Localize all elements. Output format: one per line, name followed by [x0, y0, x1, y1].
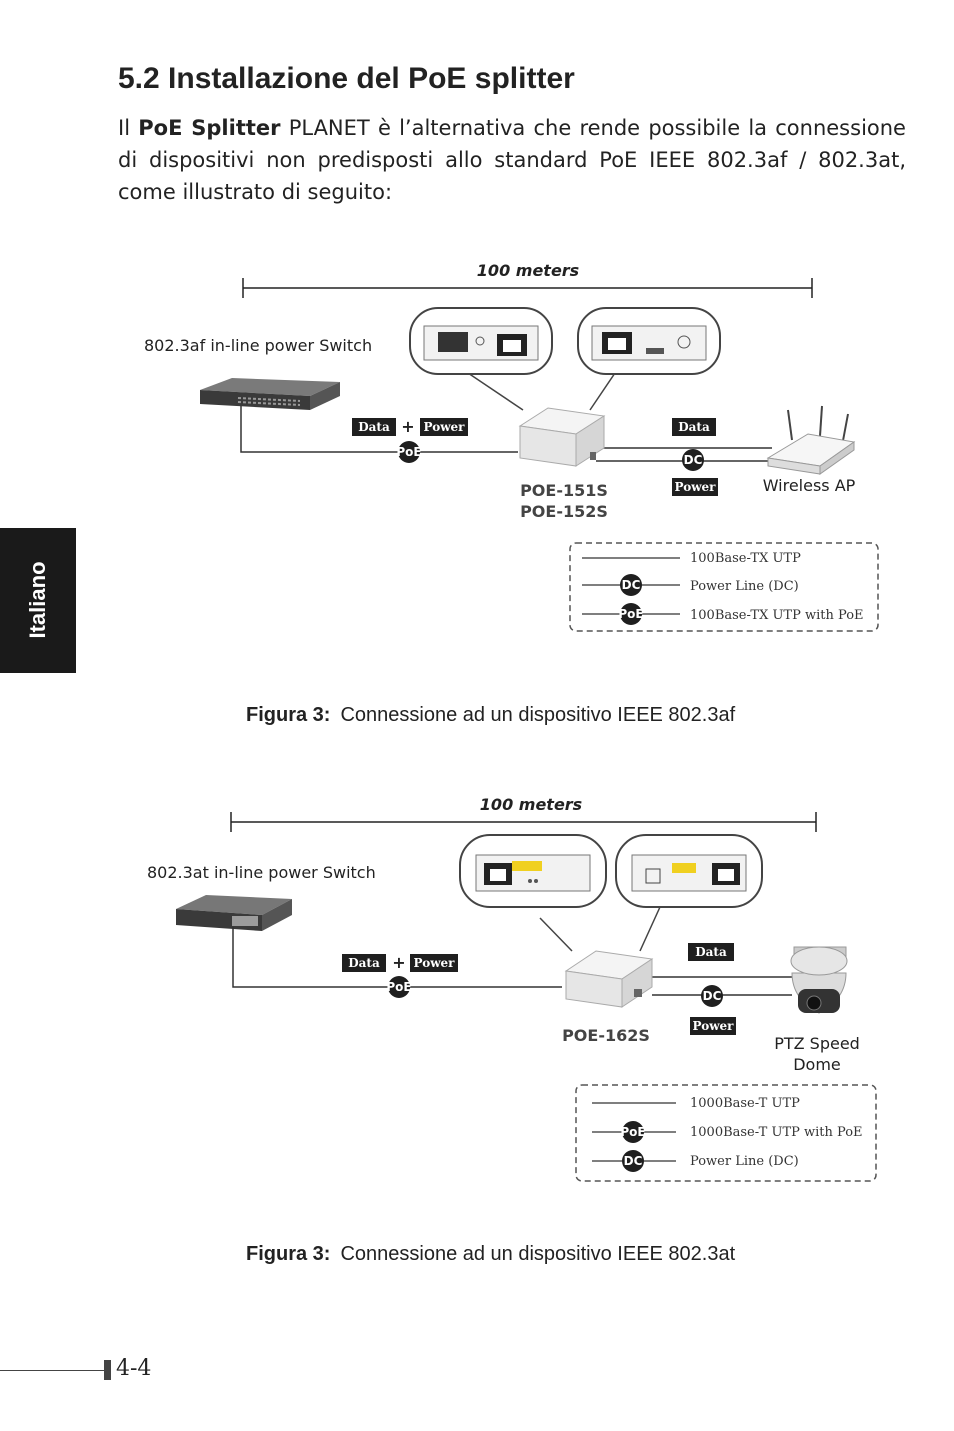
figure1-caption-text: Connessione ad un dispositivo IEEE 802.3… — [340, 704, 736, 726]
footer-rule — [0, 1370, 104, 1371]
dc-circle-marker: DC — [701, 985, 723, 1007]
ptz-label-line2: Dome — [793, 1055, 841, 1074]
figure2-caption-text: Connessione ad un dispositivo IEEE 802.3… — [340, 1243, 736, 1265]
poe-circle-marker: PoE — [396, 441, 422, 463]
figure1-caption-label: Figura 3: — [246, 704, 331, 726]
poe-switch-icon — [176, 895, 292, 931]
distance-label: 100 meters — [477, 261, 579, 280]
badge-power-right: Power — [672, 478, 718, 496]
switch-label: 802.3at in-line power Switch — [147, 863, 376, 882]
figure1-caption: Figura 3: Connessione ad un dispositivo I… — [246, 704, 735, 727]
figure2-svg: 100 meters 802.3at in-line power Switch … — [147, 795, 877, 1182]
splitter-port-closeup-left — [409, 307, 553, 411]
svg-text:Data: Data — [678, 420, 710, 434]
splitter-port-closeup-left — [459, 834, 607, 952]
legend-item-3: Power Line (DC) — [690, 1154, 799, 1169]
svg-text:Data: Data — [695, 945, 727, 959]
figure2-caption-label: Figura 3: — [246, 1243, 331, 1265]
intro-rest: PLANET è l’alternativa che rende possibi… — [118, 116, 906, 204]
svg-text:Power: Power — [675, 480, 717, 494]
wireless-ap-label: Wireless AP — [763, 476, 856, 495]
poe-cable-line — [232, 927, 562, 988]
page-number: 4-4 — [116, 1356, 152, 1381]
svg-text:DC: DC — [684, 453, 703, 467]
splitter-model-line2: POE-152S — [520, 502, 608, 521]
figure-802-3af-diagram: 100 meters 802.3af in-line power Switch … — [0, 240, 954, 660]
legend-symbol-2: DC — [622, 578, 641, 592]
svg-text:DC: DC — [703, 989, 722, 1003]
distance-dimension-line — [242, 278, 813, 298]
poe-splitter-icon — [518, 407, 606, 467]
splitter-model-line1: POE-151S — [520, 481, 608, 500]
ptz-label-line1: PTZ Speed — [774, 1034, 860, 1053]
badge-power-right: Power — [690, 1017, 736, 1035]
svg-text:Data: Data — [348, 956, 380, 970]
badge-data-left: Data — [342, 954, 386, 972]
svg-text:PoE: PoE — [386, 980, 411, 994]
ptz-camera-icon — [790, 946, 848, 1014]
svg-text:Data: Data — [358, 420, 390, 434]
legend-item-2: 1000Base-T UTP with PoE — [690, 1125, 863, 1140]
distance-dimension-line — [230, 812, 817, 832]
svg-text:Power: Power — [414, 956, 456, 970]
legend-symbol-2: PoE — [620, 1125, 645, 1139]
badge-data-right: Data — [688, 943, 734, 961]
legend-item-3: 100Base-TX UTP with PoE — [690, 608, 864, 623]
splitter-model-line1: POE-162S — [562, 1026, 650, 1045]
footer-marker — [104, 1360, 111, 1380]
svg-text:PoE: PoE — [396, 445, 421, 459]
switch-label: 802.3af in-line power Switch — [144, 336, 372, 355]
legend-item-2: Power Line (DC) — [690, 579, 799, 594]
legend-item-1: 1000Base-T UTP — [690, 1096, 800, 1111]
poe-circle-marker: PoE — [386, 976, 412, 998]
svg-text:Power: Power — [424, 420, 466, 434]
intro-paragraph: Il PoE Splitter PLANET è l’alternativa c… — [118, 112, 906, 208]
section-title: 5.2 Installazione del PoE splitter — [118, 62, 575, 95]
poe-cable-line — [240, 406, 518, 453]
plus-sign: + — [392, 953, 405, 972]
dc-circle-marker: DC — [682, 449, 704, 471]
badge-data-right: Data — [672, 418, 716, 436]
legend-symbol-3: PoE — [618, 607, 643, 621]
figure1-svg: 100 meters 802.3af in-line power Switch … — [144, 261, 879, 632]
legend-item-1: 100Base-TX UTP — [690, 551, 801, 566]
svg-text:Power: Power — [693, 1019, 735, 1033]
intro-bold-term: PoE Splitter — [138, 116, 281, 140]
splitter-port-closeup-right — [615, 834, 763, 952]
language-side-tab: Italiano — [0, 528, 76, 673]
distance-label: 100 meters — [480, 795, 582, 814]
splitter-port-closeup-right — [577, 307, 721, 411]
figure2-caption: Figura 3: Connessione ad un dispositivo I… — [246, 1243, 735, 1266]
plus-sign: + — [401, 417, 414, 436]
wireless-ap-icon — [766, 405, 856, 475]
legend-symbol-3: DC — [624, 1154, 643, 1168]
poe-splitter-icon — [564, 950, 654, 1008]
legend-box: 1000Base-T UTP PoE 1000Base-T UTP with P… — [575, 1084, 877, 1182]
badge-power-left: Power — [420, 418, 468, 436]
poe-switch-icon — [200, 378, 340, 410]
badge-power-left: Power — [410, 954, 458, 972]
figure-802-3at-diagram: 100 meters 802.3at in-line power Switch … — [0, 775, 954, 1195]
intro-prefix: Il — [118, 116, 131, 140]
badge-data-left: Data — [352, 418, 396, 436]
legend-box: 100Base-TX UTP DC Power Line (DC) PoE 10… — [569, 542, 879, 632]
